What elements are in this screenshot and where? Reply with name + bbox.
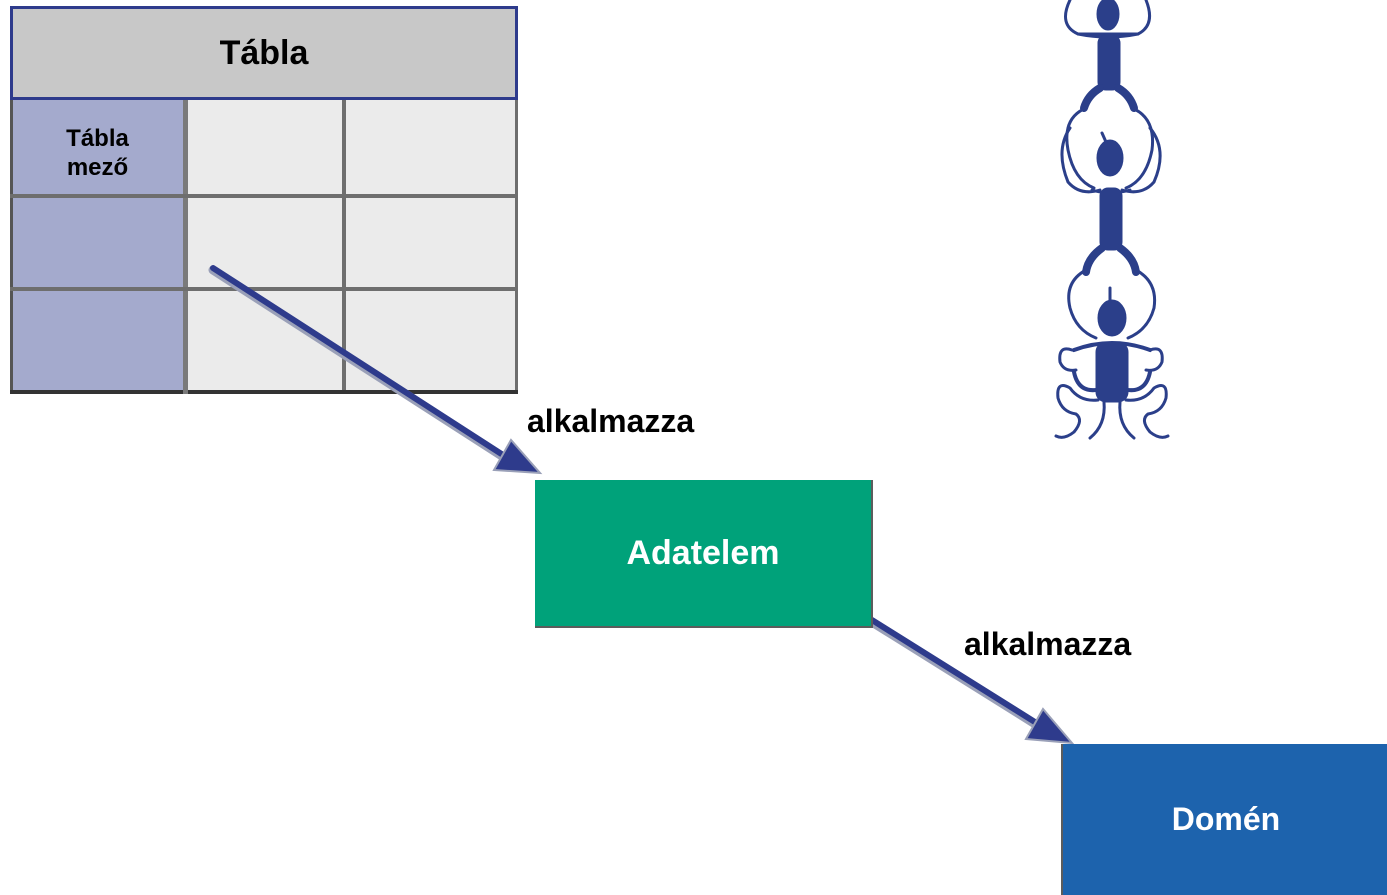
domain-box: Domén	[1061, 744, 1387, 895]
arrow-icon	[867, 617, 1075, 745]
relation-label: alkalmazza	[527, 403, 695, 439]
table-col-line-1	[183, 100, 188, 394]
arrow-icon	[208, 265, 543, 475]
table-body-cells	[185, 100, 518, 394]
table-field-cell: Tábla mező	[10, 118, 185, 188]
table-title: Tábla	[10, 6, 518, 100]
table-border-right	[515, 100, 518, 394]
table-border-bottom	[10, 390, 518, 394]
data-element-box: Adatelem	[535, 480, 873, 628]
stacked-figures-illustration	[1054, 0, 1170, 440]
domain-label: Domén	[1171, 801, 1281, 837]
table-row-line-1	[10, 194, 518, 198]
data-element-label: Adatelem	[626, 533, 780, 572]
table-diagram: Tábla Tábla mező	[10, 6, 518, 394]
table-col-line-2	[342, 100, 346, 390]
relation-label: alkalmazza	[964, 626, 1132, 662]
table-field-label: Tábla mező	[66, 125, 129, 181]
table-border-left	[10, 100, 13, 394]
table-row-line-2	[10, 287, 518, 291]
table-key-column	[10, 100, 185, 394]
